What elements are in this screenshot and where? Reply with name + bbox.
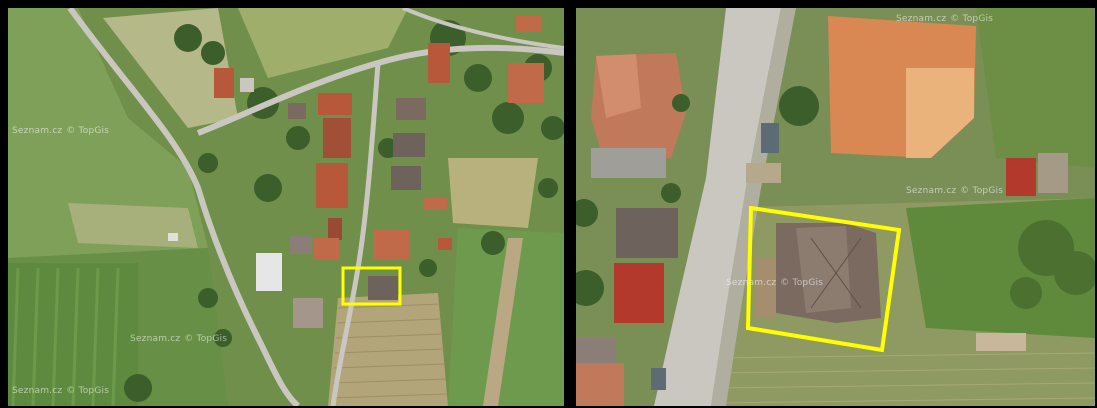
houses	[168, 16, 544, 328]
shed-west	[576, 338, 616, 363]
tree-north	[779, 86, 819, 126]
aerial-detail-image	[576, 8, 1095, 406]
house-roof-west-3	[614, 263, 664, 323]
roads	[67, 8, 564, 406]
house-garage	[591, 148, 666, 178]
parked-car	[761, 123, 779, 153]
grass-patch-northeast	[976, 8, 1095, 168]
house-roof-west-2	[616, 208, 678, 258]
dirt-track	[483, 238, 523, 406]
parked-car-2	[651, 368, 666, 390]
watermark-left-mid: Seznam.cz© TopGis	[130, 334, 228, 344]
shed-east	[1006, 158, 1036, 196]
map-detail-panel[interactable]: Seznam.cz© TopGis Seznam.cz© TopGis Sezn…	[576, 8, 1095, 406]
dirt-patch	[746, 163, 781, 183]
field-furrows	[11, 267, 120, 406]
village-road	[654, 8, 781, 406]
watermark-left-top: Seznam.cz© TopGis	[12, 126, 110, 136]
house-roof-west-4	[576, 363, 624, 406]
field-east-dry	[448, 158, 538, 228]
tree-east-3	[1010, 277, 1042, 309]
watermark-right-bottom: Seznam.cz© TopGis	[726, 278, 824, 288]
watermark-right-top: Seznam.cz© TopGis	[896, 14, 994, 24]
field-west	[8, 8, 208, 258]
watermark-right-mid: Seznam.cz© TopGis	[906, 186, 1004, 196]
highlight-marker-detail	[745, 205, 902, 353]
woodpile-east	[1038, 153, 1068, 193]
tree-east-2	[1054, 251, 1095, 295]
field-clearing	[68, 203, 198, 248]
aerial-overview-image	[8, 8, 564, 406]
plowed-field	[328, 293, 448, 406]
field-pale	[103, 8, 238, 128]
field-south-rows	[715, 352, 1095, 404]
plowed-lines	[331, 303, 448, 399]
materials-pile	[976, 333, 1026, 351]
lumber-stack	[756, 258, 776, 318]
highlight-marker-overview	[341, 266, 402, 306]
field-north-dry	[238, 8, 408, 78]
map-overview-panel[interactable]: Seznam.cz© TopGis Seznam.cz© TopGis Sezn…	[8, 8, 564, 406]
trees-west	[576, 94, 690, 306]
watermark-left-bottom: Seznam.cz© TopGis	[12, 386, 110, 396]
